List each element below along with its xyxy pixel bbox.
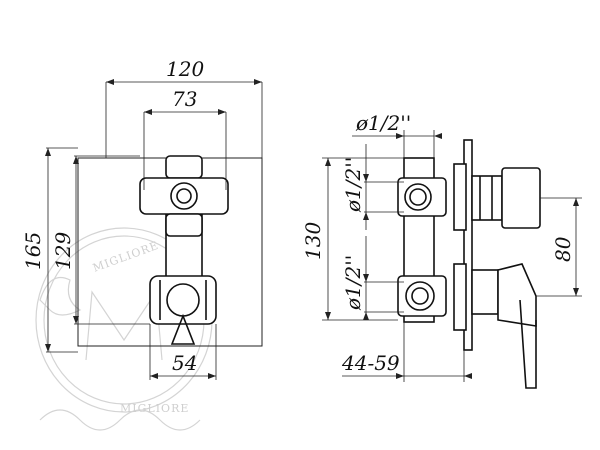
- dim-height-inner: 129: [51, 155, 150, 325]
- side-upper-port: [397, 177, 447, 217]
- side-top-knob: [471, 167, 541, 229]
- dim-width-inner-label: 73: [172, 87, 197, 111]
- dim-upper-thread: ø1/2'': [341, 144, 404, 230]
- dim-width-outer-label: 120: [166, 57, 204, 81]
- dim-width-outer: 120: [105, 57, 263, 158]
- dim-depth-label: 44-59: [341, 351, 400, 375]
- watermark-brand-bottom: MIGLIORE: [120, 402, 189, 415]
- side-wall-plate: [463, 139, 473, 351]
- dim-right-height: 80: [536, 197, 582, 297]
- side-lower-port: [397, 275, 447, 317]
- dim-top-thread: ø1/2'': [352, 111, 442, 158]
- dim-width-inner: 73: [143, 87, 227, 190]
- dim-body-height: 130: [301, 157, 404, 321]
- dim-bottom: 54: [149, 324, 217, 380]
- dim-lower-thread: ø1/2'': [341, 236, 404, 320]
- watermark-brand-top: MIGLIORE: [91, 239, 161, 275]
- dim-right-height-label: 80: [551, 236, 575, 262]
- dim-top-thread-label: ø1/2'': [355, 111, 411, 135]
- dim-depth: 44-59: [341, 322, 472, 382]
- dim-height-outer-label: 165: [21, 232, 45, 270]
- dim-lower-thread-label: ø1/2'': [341, 255, 365, 311]
- dim-body-height-label: 130: [301, 222, 325, 260]
- side-bottom-lever: [471, 263, 537, 389]
- dim-height-inner-label: 129: [51, 232, 75, 270]
- dim-height-outer: 165: [21, 147, 78, 353]
- front-bottom-handle: [149, 275, 217, 345]
- front-view: 120 73 165 129: [21, 57, 263, 380]
- dim-bottom-label: 54: [172, 351, 197, 375]
- side-view: ø1/2'' ø1/2'' ø1/2'' 130: [301, 111, 582, 389]
- dim-upper-thread-label: ø1/2'': [341, 157, 365, 213]
- front-top-handle: [139, 155, 229, 237]
